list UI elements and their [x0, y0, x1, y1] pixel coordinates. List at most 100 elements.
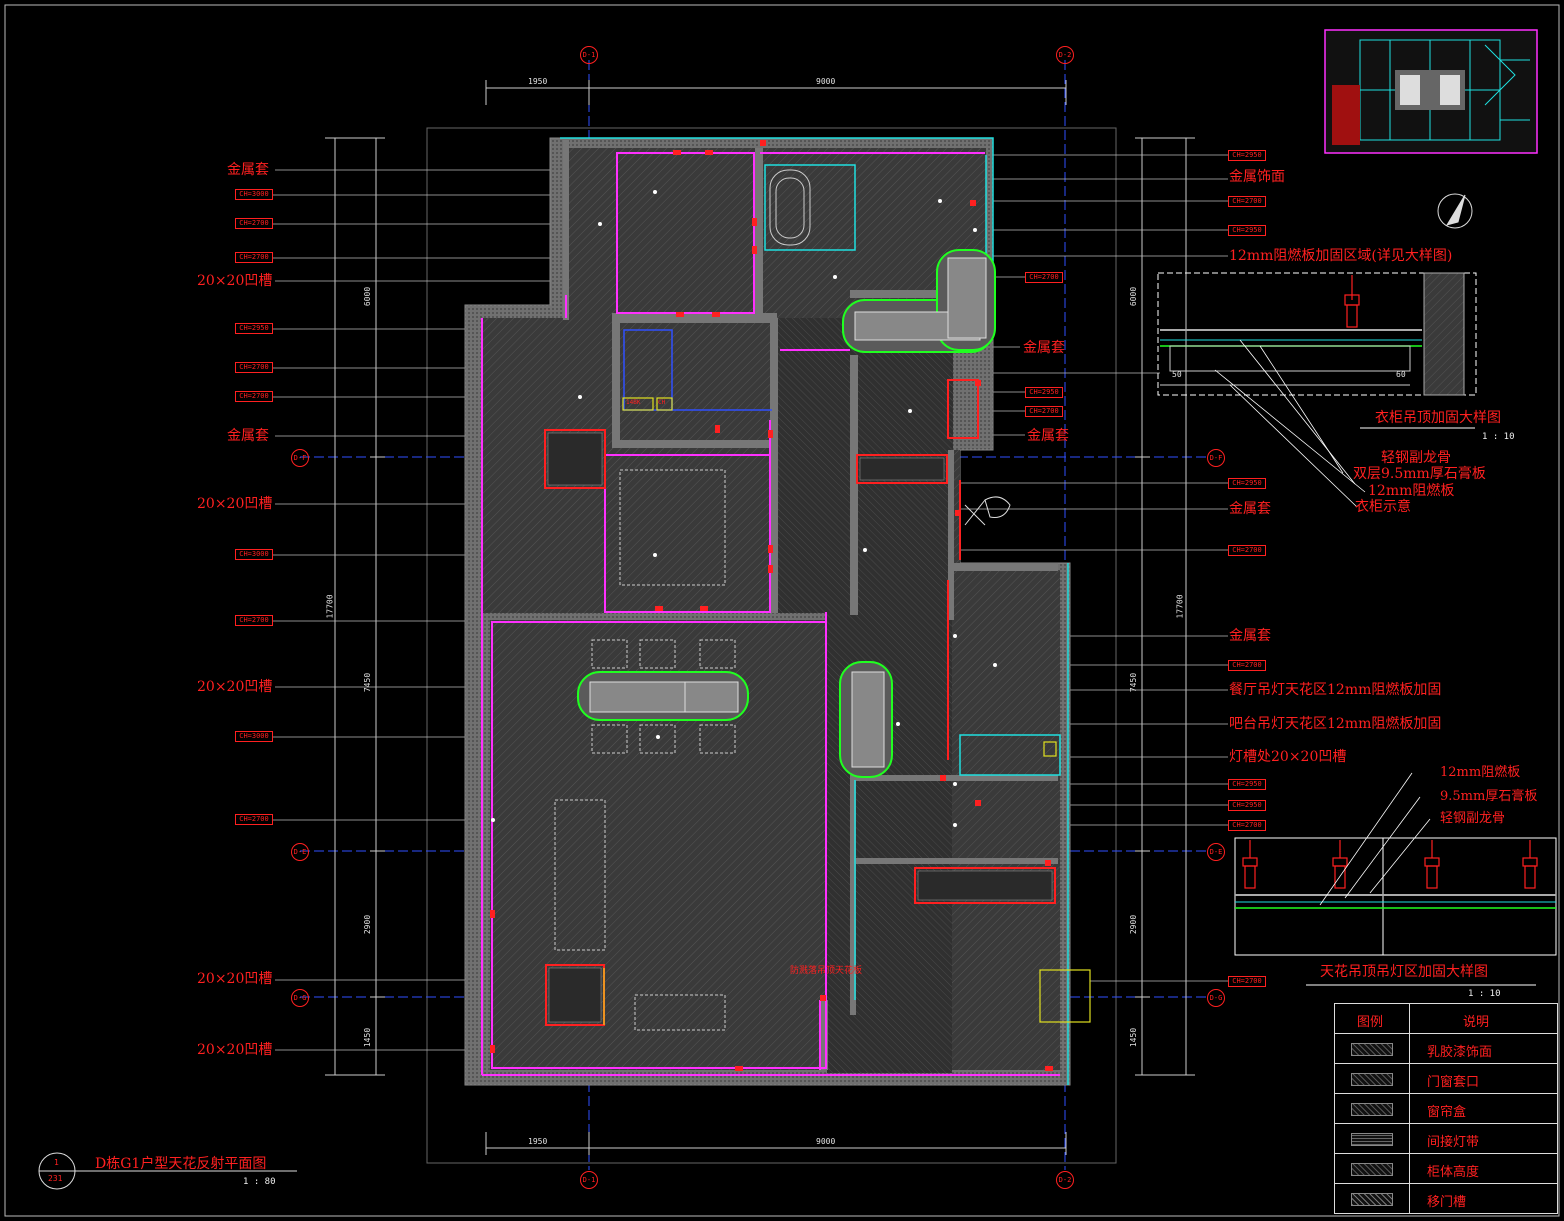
detail-callout: 双层9.5mm厚石膏板 [1353, 466, 1486, 482]
right-label: 吧台吊灯天花区12mm阻燃板加固 [1229, 716, 1442, 732]
legend-cell [1335, 1154, 1410, 1183]
ceiling-height-tag: CH=2700 [235, 252, 273, 263]
legend-swatch [1351, 1043, 1393, 1056]
left-label: 20×20凹槽 [197, 679, 273, 695]
plan-frame [426, 127, 1117, 1164]
ceiling-height-tag: CH=3000 [235, 549, 273, 560]
title-block-drawing [38, 1152, 297, 1190]
left-label: 20×20凹槽 [197, 273, 273, 289]
legend-text: 移门槽 [1427, 1195, 1467, 1210]
legend-text: 间接灯带 [1427, 1135, 1480, 1150]
ceiling-height-tag: CH=2950 [1025, 387, 1063, 398]
grid-bubble: D-1 [580, 1171, 598, 1189]
dimension-text: 17700 [1175, 594, 1185, 619]
legend-header-left: 图例 [1357, 1015, 1384, 1030]
legend-swatch [1351, 1133, 1393, 1146]
ceiling-light-detail-drawing [1234, 772, 1557, 986]
dimension-text: 2900 [1129, 914, 1139, 935]
grid-bubble: D-F [1207, 449, 1225, 467]
grid-bubble: D-G [1207, 989, 1225, 1007]
legend-cell [1335, 1124, 1410, 1153]
north-arrow-icon [1437, 193, 1473, 229]
legend-row: 乳胶漆饰面 [1335, 1033, 1557, 1063]
legend-swatch [1351, 1103, 1393, 1116]
title-bubble-top: 1 [54, 1158, 59, 1167]
ceiling-height-tag: CH=2700 [1228, 976, 1266, 987]
legend-table: 图例 说明 乳胶漆饰面 门窗套口 窗帘盒 间接灯带 柜体高度 移门槽 [1334, 1003, 1558, 1214]
dimension-text: 2900 [363, 914, 373, 935]
ceiling-height-tag: CH=2950 [235, 323, 273, 334]
legend-cell [1335, 1034, 1410, 1063]
ceiling-height-tag: CH=2700 [235, 362, 273, 373]
grid-bubble: D-F [291, 449, 309, 467]
grid-bubble: D-1 [580, 46, 598, 64]
ceiling-height-tag: CH=2950 [1228, 478, 1266, 489]
dimension-text: 7450 [1129, 672, 1139, 693]
detail-title: 衣柜吊顶加固大样图 [1375, 410, 1501, 426]
drawing-scale: 1 : 80 [243, 1177, 276, 1187]
wardrobe-detail-drawing [1157, 272, 1477, 429]
grid-bubble: D-G [291, 989, 309, 1007]
detail-scale: 1 : 10 [1482, 432, 1515, 442]
grid-bubble: D-E [291, 843, 309, 861]
plan-tag: CH [658, 399, 666, 406]
ceiling-height-tag: CH=3000 [235, 189, 273, 200]
right-label: 金属饰面 [1229, 169, 1285, 185]
plan-note: 防溅落吊顶天花板 [790, 966, 863, 976]
plan-tag: 14BK [626, 399, 641, 406]
ceiling-height-tag: CH=2700 [235, 391, 273, 402]
right-label: 金属套 [1023, 340, 1065, 356]
legend-swatch [1351, 1193, 1393, 1206]
dimension-text: 9000 [816, 77, 836, 86]
dimension-text: 1950 [528, 77, 548, 86]
detail-callout: 轻钢副龙骨 [1381, 450, 1451, 466]
detail-title: 天花吊顶吊灯区加固大样图 [1320, 964, 1488, 980]
legend-text: 乳胶漆饰面 [1427, 1045, 1493, 1060]
legend-text: 门窗套口 [1427, 1075, 1480, 1090]
grid-bubble: D-E [1207, 843, 1225, 861]
floor-plan [464, 137, 1091, 1086]
right-label: 金属套 [1229, 628, 1271, 644]
ceiling-height-tag: CH=2950 [1228, 779, 1266, 790]
dimension-text: 7450 [363, 672, 373, 693]
legend-row: 窗帘盒 [1335, 1093, 1557, 1123]
legend-cell [1335, 1064, 1410, 1093]
legend-header: 图例 说明 [1335, 1004, 1557, 1033]
legend-swatch [1351, 1073, 1393, 1086]
legend-header-right: 说明 [1463, 1015, 1490, 1030]
dimension-text: 17700 [325, 594, 335, 619]
right-label: 金属套 [1229, 501, 1271, 517]
ceiling-height-tag: CH=2950 [1228, 800, 1266, 811]
legend-text: 窗帘盒 [1427, 1105, 1467, 1120]
left-label: 金属套 [227, 162, 269, 178]
dimension-lines [325, 80, 1195, 1155]
dimension-text: 9000 [816, 1137, 836, 1146]
ceiling-height-tag: CH=2700 [1228, 196, 1266, 207]
ceiling-height-tag: CH=2700 [235, 615, 273, 626]
ceiling-height-tag: CH=3000 [235, 731, 273, 742]
detail-callout: 12mm阻燃板 [1368, 483, 1455, 499]
title-bubble-bottom: 231 [48, 1174, 63, 1183]
legend-cell [1335, 1184, 1410, 1213]
dimension-text: 1450 [363, 1027, 373, 1048]
detail-callout: 衣柜示意 [1355, 499, 1411, 515]
detail-dimension: 60 [1396, 370, 1406, 379]
right-label: 金属套 [1027, 428, 1069, 444]
legend-swatch [1351, 1163, 1393, 1176]
legend-row: 门窗套口 [1335, 1063, 1557, 1093]
ceiling-height-tag: CH=2950 [1228, 150, 1266, 161]
grid-bubble: D-2 [1056, 46, 1074, 64]
dimension-text: 6000 [1129, 286, 1139, 307]
ceiling-height-tag: CH=2700 [235, 814, 273, 825]
dimension-text: 1950 [528, 1137, 548, 1146]
legend-row: 移门槽 [1335, 1183, 1557, 1213]
legend-cell [1335, 1004, 1410, 1033]
ceiling-height-tag: CH=2700 [235, 218, 273, 229]
ceiling-height-tag: CH=2700 [1228, 820, 1266, 831]
left-label: 20×20凹槽 [197, 1042, 273, 1058]
ceiling-height-tag: CH=2950 [1228, 225, 1266, 236]
left-label: 20×20凹槽 [197, 496, 273, 512]
grid-bubble: D-2 [1056, 1171, 1074, 1189]
ceiling-height-tag: CH=2700 [1025, 406, 1063, 417]
legend-cell [1335, 1094, 1410, 1123]
